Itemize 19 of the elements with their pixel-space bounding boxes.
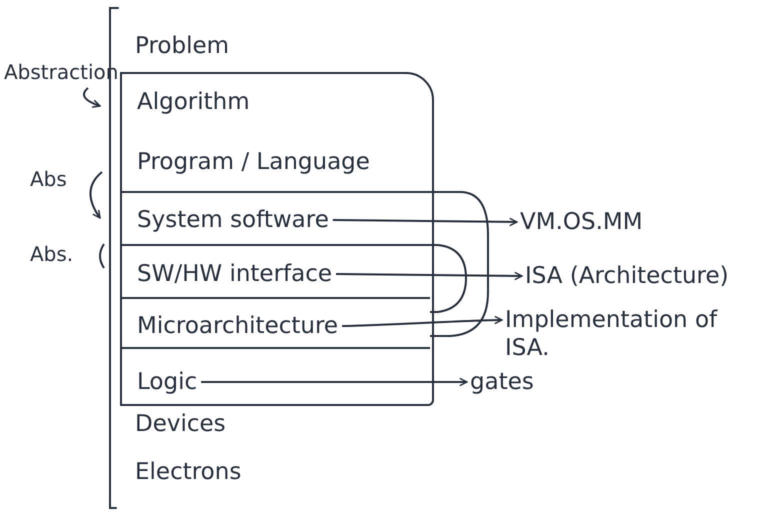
layer-label: Electrons [135,458,242,486]
layer-label: Devices [135,410,226,438]
layer-label: Program / Language [137,148,370,176]
note-text: gates [470,368,534,396]
arrow [332,218,518,226]
arrow [336,272,523,280]
arrow [342,316,503,327]
layer-label: Algorithm [137,88,250,116]
note-text: ISA (Architecture) [525,262,729,290]
side-label: Abs [30,166,67,193]
note-text: Implementation of ISA. [505,306,755,362]
layer-label: System software [137,206,329,234]
arrow [201,378,468,386]
layer-label: Logic [137,368,198,396]
side-label: Abs. [30,241,74,268]
layer-label: SW/HW interface [137,260,332,288]
layer-label: Problem [135,32,230,60]
note-text: VM.OS.MM [520,208,643,236]
layer-label: Microarchitecture [137,312,338,340]
